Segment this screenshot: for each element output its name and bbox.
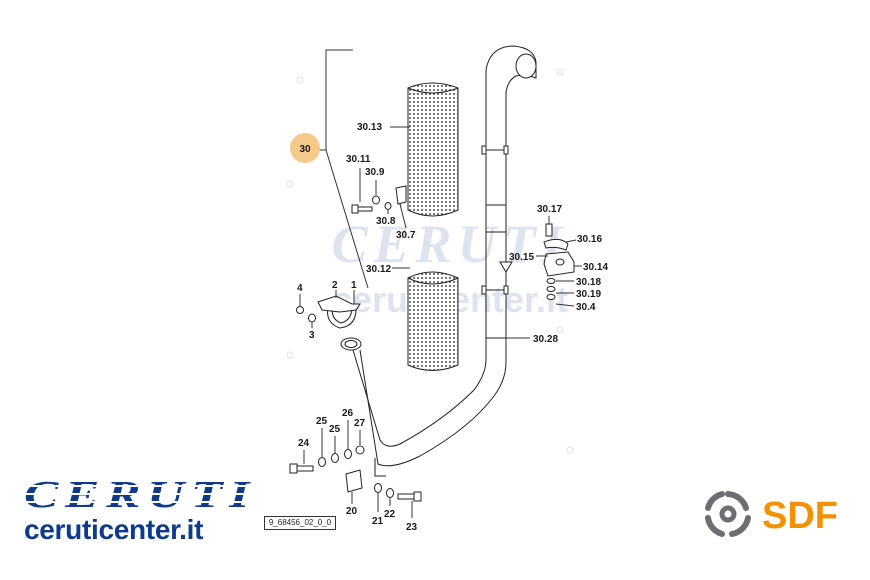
label-30-15: 30.15: [509, 252, 534, 263]
washer-25b: [331, 453, 339, 463]
label-24: 24: [298, 438, 310, 449]
heat-shield-lower: [407, 271, 459, 371]
bolt-23: [397, 491, 422, 502]
washer-25a: [318, 457, 326, 467]
label-25b: 25: [329, 424, 341, 435]
label-1: 1: [351, 280, 357, 291]
label-2: 2: [332, 280, 338, 291]
washer-30-9: [372, 195, 380, 205]
bracket-20: [345, 469, 363, 493]
label-30-8: 30.8: [376, 216, 396, 227]
clamp-plate-2: [317, 295, 361, 313]
exhaust-pipe: [340, 45, 537, 477]
label-25a: 25: [316, 416, 328, 427]
label-30-13: 30.13: [357, 122, 382, 133]
label-30-7: 30.7: [396, 230, 416, 241]
sdf-watermark-marks: [286, 68, 574, 454]
label-20: 20: [346, 506, 358, 517]
label-27: 27: [354, 418, 366, 429]
label-30: 30: [299, 144, 311, 155]
leader-30-4: [555, 303, 575, 307]
label-22: 22: [384, 509, 396, 520]
bolt-24: [289, 463, 314, 474]
label-26: 26: [342, 408, 354, 419]
label-30-18: 30.18: [576, 277, 601, 288]
label-30-17: 30.17: [537, 204, 562, 215]
bracket-30-7: [395, 185, 407, 205]
ceruti-logo: CERUTI: [24, 474, 258, 514]
washer-22: [386, 488, 394, 498]
washer-26: [344, 449, 352, 459]
label-30-16: 30.16: [577, 234, 602, 245]
nut-30-8: [384, 202, 392, 210]
bolt-30-11: [351, 204, 373, 214]
leader-30-16: [565, 239, 577, 243]
label-21: 21: [372, 516, 384, 527]
label-3: 3: [309, 330, 315, 341]
washer-3: [308, 313, 316, 323]
sdf-logo-mark-icon: [705, 491, 751, 537]
label-30-9: 30.9: [365, 167, 385, 178]
label-30-11: 30.11: [346, 154, 371, 165]
leader-30-7: [399, 203, 407, 229]
heat-shield-upper: [407, 82, 459, 217]
drawing-id: 9_68456_02_0_0: [264, 516, 336, 530]
label-4: 4: [297, 283, 303, 294]
label-30-14: 30.14: [583, 262, 608, 273]
group-30-highlight: [290, 133, 320, 163]
label-30-4: 30.4: [576, 302, 596, 313]
label-30-28: 30.28: [533, 334, 558, 345]
washer-21: [374, 483, 382, 493]
ceruti-website: ceruticenter.it: [24, 514, 204, 545]
sdf-logo-text: SDF: [762, 495, 838, 537]
nut-27: [355, 445, 365, 455]
sdf-logo: SDF: [705, 491, 838, 537]
nut-4: [296, 306, 304, 314]
label-23: 23: [406, 522, 418, 533]
watermark-text: CERUTI: [331, 214, 568, 274]
label-30-12: 30.12: [366, 264, 391, 275]
clamp-30-14: [543, 223, 575, 300]
group-30-bracket: [316, 49, 369, 289]
label-30-19: 30.19: [576, 289, 601, 300]
